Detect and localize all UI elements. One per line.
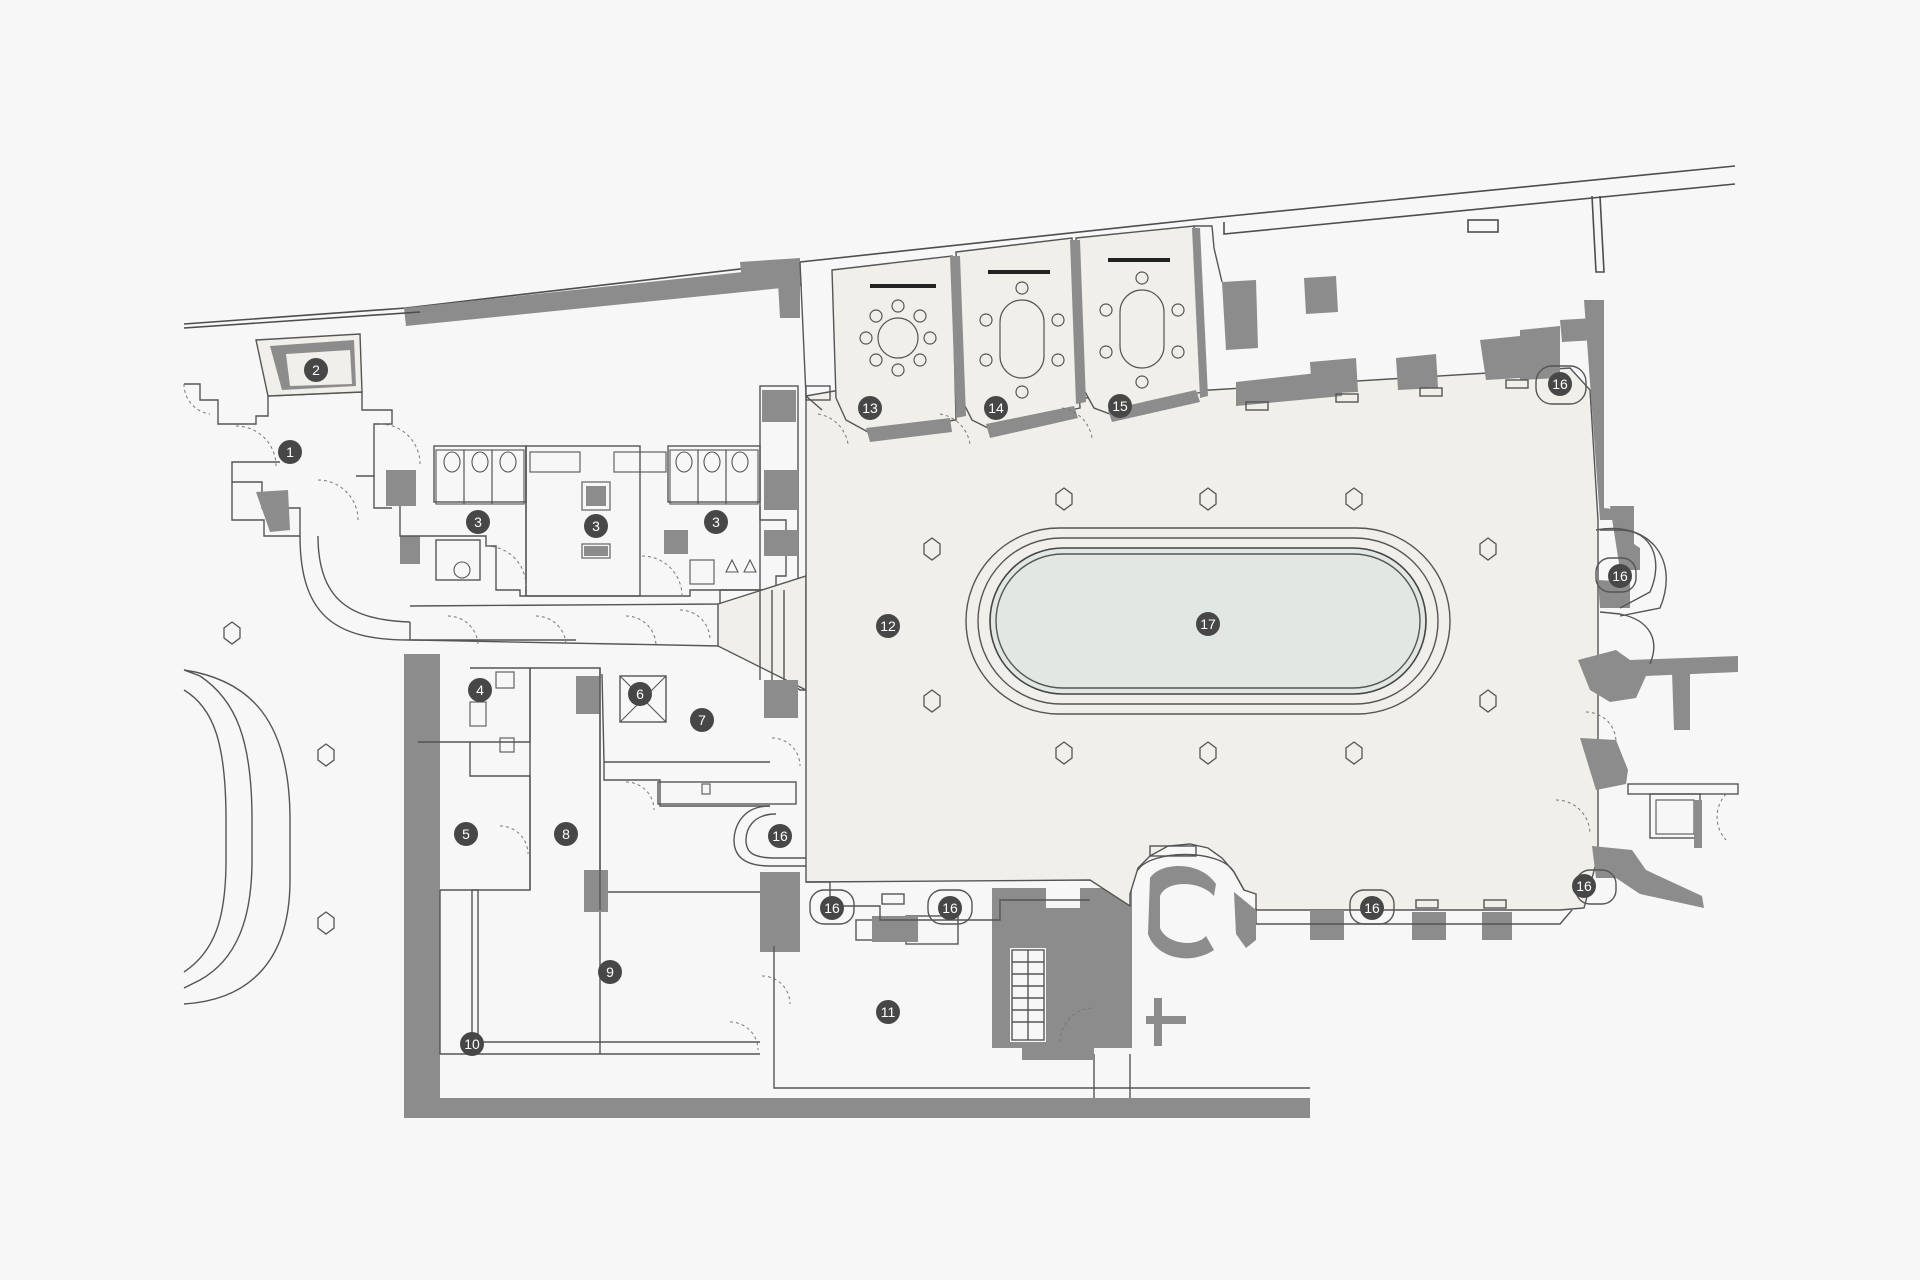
svg-text:3: 3 <box>592 518 600 534</box>
marker-3-west[interactable]: 3 <box>466 510 490 534</box>
marker-7[interactable]: 7 <box>690 708 714 732</box>
southwest-block <box>404 654 1310 1118</box>
marker-16-northeast[interactable]: 16 <box>1548 372 1572 396</box>
marker-14[interactable]: 14 <box>984 396 1008 420</box>
svg-text:11: 11 <box>881 1004 896 1020</box>
marker-16-south-1[interactable]: 16 <box>820 896 844 920</box>
svg-text:16: 16 <box>1552 376 1568 392</box>
svg-text:16: 16 <box>1612 568 1628 584</box>
svg-text:6: 6 <box>636 686 644 702</box>
meeting-rooms <box>799 225 1223 445</box>
marker-4[interactable]: 4 <box>468 678 492 702</box>
svg-text:13: 13 <box>862 400 878 416</box>
marker-15[interactable]: 15 <box>1108 394 1132 418</box>
marker-16-south-2[interactable]: 16 <box>938 896 962 920</box>
marker-9[interactable]: 9 <box>598 960 622 984</box>
svg-text:3: 3 <box>712 514 720 530</box>
svg-text:16: 16 <box>942 900 958 916</box>
svg-text:2: 2 <box>312 362 320 378</box>
svg-text:16: 16 <box>1576 878 1592 894</box>
marker-16-south-3[interactable]: 16 <box>1360 896 1384 920</box>
svg-text:1: 1 <box>286 444 294 460</box>
marker-5[interactable]: 5 <box>454 822 478 846</box>
svg-text:14: 14 <box>988 400 1004 416</box>
marker-16-southeast[interactable]: 16 <box>1572 874 1596 898</box>
hall-columns <box>923 487 1497 765</box>
svg-text:12: 12 <box>880 618 896 634</box>
svg-text:5: 5 <box>462 826 470 842</box>
marker-16-west[interactable]: 16 <box>768 824 792 848</box>
svg-text:16: 16 <box>824 900 840 916</box>
svg-text:8: 8 <box>562 826 570 842</box>
svg-text:16: 16 <box>772 828 788 844</box>
marker-8[interactable]: 8 <box>554 822 578 846</box>
svg-text:17: 17 <box>1200 616 1216 632</box>
marker-2[interactable]: 2 <box>304 358 328 382</box>
marker-13[interactable]: 13 <box>858 396 882 420</box>
marker-6[interactable]: 6 <box>628 682 652 706</box>
room-markers: 1 2 3 3 3 4 5 6 7 8 9 10 11 12 13 14 15 … <box>278 358 1632 1056</box>
svg-text:4: 4 <box>476 682 484 698</box>
svg-text:15: 15 <box>1112 398 1128 414</box>
marker-16-east[interactable]: 16 <box>1608 564 1632 588</box>
svg-text:3: 3 <box>474 514 482 530</box>
marker-10[interactable]: 10 <box>460 1032 484 1056</box>
marker-17[interactable]: 17 <box>1196 612 1220 636</box>
svg-text:16: 16 <box>1364 900 1380 916</box>
south-block <box>773 888 1310 1098</box>
marker-3-east[interactable]: 3 <box>704 510 728 534</box>
marker-12[interactable]: 12 <box>876 614 900 638</box>
corridor <box>409 575 807 692</box>
marker-3-center[interactable]: 3 <box>584 514 608 538</box>
entry-block <box>183 333 576 641</box>
marker-11[interactable]: 11 <box>876 1000 900 1024</box>
washrooms <box>386 385 799 599</box>
neighbor-pool <box>183 621 335 1005</box>
svg-text:9: 9 <box>606 964 614 980</box>
marker-1[interactable]: 1 <box>278 440 302 464</box>
svg-text:7: 7 <box>698 712 706 728</box>
svg-text:10: 10 <box>464 1036 480 1052</box>
